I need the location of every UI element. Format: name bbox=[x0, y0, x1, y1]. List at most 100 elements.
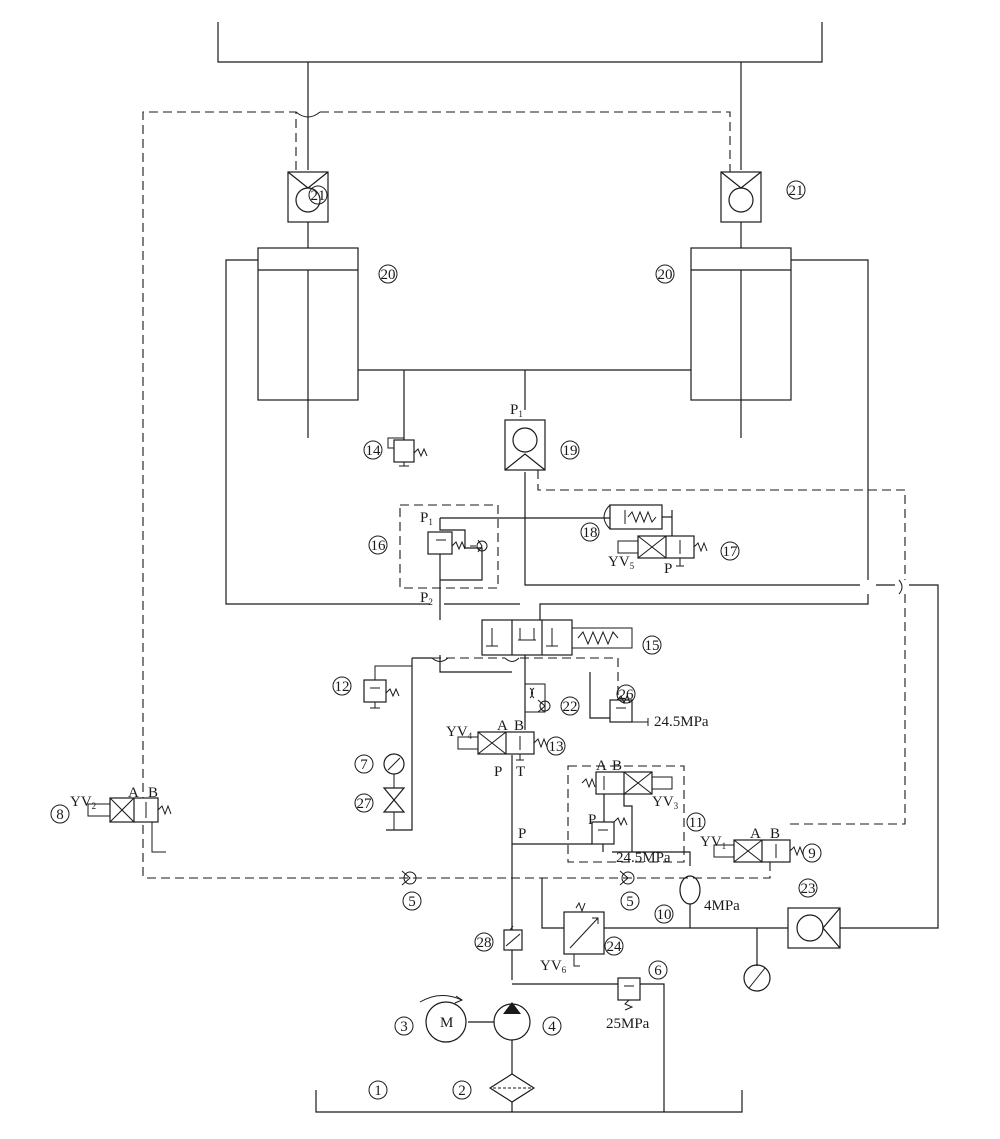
component-number-circle bbox=[308, 185, 328, 205]
load-beam bbox=[217, 22, 823, 63]
solenoid-yv1-label: YV1 bbox=[700, 834, 726, 851]
pressure-gauge-bottom bbox=[743, 964, 771, 992]
port-p-11: P bbox=[588, 812, 596, 828]
check-valve-23 bbox=[787, 907, 841, 949]
pilot-line-top bbox=[142, 111, 731, 876]
solenoid-yv5-label: YV5 bbox=[608, 554, 635, 571]
component-number-circle bbox=[798, 878, 818, 898]
throttle-check-valve-22 bbox=[525, 683, 551, 713]
port-a-9: A bbox=[750, 826, 761, 842]
component-number-circle bbox=[332, 676, 352, 696]
solenoid-yv2-label: YV2 bbox=[70, 794, 96, 811]
component-number-13: 13 bbox=[549, 739, 564, 755]
filter-2 bbox=[488, 1073, 536, 1112]
component-number-circle bbox=[786, 180, 806, 200]
cylinder-20-left bbox=[257, 247, 359, 438]
port-p-17: P bbox=[664, 561, 672, 577]
pressure-labels: 24.5MPa 24.5MPa 4MPa 25MPa bbox=[606, 714, 740, 1032]
valve-module-11 bbox=[512, 765, 691, 866]
component-number-circle bbox=[368, 535, 388, 555]
component-number-circle bbox=[402, 891, 422, 911]
pressure-gauge-7 bbox=[383, 753, 405, 788]
valve-module-16 bbox=[399, 504, 625, 589]
hydraulic-cylinder-18 bbox=[603, 504, 673, 536]
oil-tank-1 bbox=[315, 1090, 743, 1113]
component-number-3: 3 bbox=[400, 1019, 408, 1035]
component-number-circle bbox=[802, 843, 822, 863]
relief-valve-14 bbox=[387, 437, 428, 467]
component-number-circle bbox=[474, 932, 494, 952]
relief-valve-12 bbox=[363, 665, 412, 709]
motor-3 bbox=[419, 995, 467, 1043]
component-number-circle bbox=[363, 440, 383, 460]
relief-valve-6 bbox=[512, 977, 665, 1112]
pilot-line-mid bbox=[431, 657, 619, 695]
pump-4 bbox=[468, 1002, 531, 1074]
main-lines bbox=[225, 259, 939, 980]
component-number-circle bbox=[648, 960, 668, 980]
component-number-23: 23 bbox=[801, 881, 816, 897]
component-number-21: 21 bbox=[789, 183, 804, 199]
component-number-circle bbox=[604, 936, 624, 956]
accumulator-10 bbox=[679, 875, 701, 905]
component-number-circle bbox=[354, 754, 374, 774]
motor-m-label: M bbox=[440, 1015, 453, 1031]
component-number-circle bbox=[720, 541, 740, 561]
port-p-13: P bbox=[494, 764, 502, 780]
port-a-11: A bbox=[596, 758, 607, 774]
component-number-circle bbox=[654, 904, 674, 924]
port-b-11: B bbox=[612, 758, 622, 774]
port-a-13: A bbox=[497, 718, 508, 734]
component-number-26: 26 bbox=[619, 687, 635, 703]
port-b-8: B bbox=[148, 785, 158, 801]
solenoid-labels: YV2 YV4 YV5 YV3 YV1 YV6 bbox=[70, 554, 726, 975]
component-number-11: 11 bbox=[689, 815, 703, 831]
component-number-20: 20 bbox=[658, 267, 673, 283]
port-labels: P1 P1 P2 P A B P T A B A B P P A B bbox=[128, 402, 780, 842]
component-number-circle bbox=[354, 793, 374, 813]
check-valve-5-right bbox=[619, 870, 635, 886]
port-p1-19: P1 bbox=[510, 402, 523, 419]
component-number-circle bbox=[452, 1080, 472, 1100]
component-number-circle bbox=[686, 812, 706, 832]
component-number-27: 27 bbox=[357, 796, 373, 812]
cylinder-20-right bbox=[690, 247, 792, 438]
component-number-22: 22 bbox=[563, 699, 578, 715]
accumulator-branch bbox=[541, 878, 788, 966]
component-number-2: 2 bbox=[458, 1083, 466, 1099]
stop-valve-27 bbox=[382, 787, 406, 830]
port-t-13: T bbox=[516, 764, 525, 780]
component-number-4: 4 bbox=[548, 1019, 556, 1035]
solenoid-valve-9 bbox=[143, 839, 804, 879]
pressure-26-label: 24.5MPa bbox=[654, 714, 709, 730]
port-p-main: P bbox=[518, 826, 526, 842]
component-number-21: 21 bbox=[311, 188, 326, 204]
solenoid-valve-17 bbox=[617, 535, 708, 567]
component-number-10: 10 bbox=[657, 907, 672, 923]
component-number-circle bbox=[546, 736, 566, 756]
port-p1-16: P1 bbox=[420, 510, 433, 527]
pressure-10-label: 4MPa bbox=[704, 898, 740, 914]
component-number-circle bbox=[580, 522, 600, 542]
relief-valve-26 bbox=[589, 672, 649, 726]
component-number-circle bbox=[616, 684, 636, 704]
solenoid-valve-13 bbox=[457, 731, 548, 761]
component-number-5: 5 bbox=[626, 894, 634, 910]
component-number-14: 14 bbox=[366, 443, 382, 459]
component-number-circle bbox=[560, 440, 580, 460]
pilot-check-valve-19 bbox=[504, 419, 906, 825]
component-number-circle bbox=[394, 1016, 414, 1036]
directional-valve-15 bbox=[481, 619, 633, 656]
component-number-circle bbox=[368, 1080, 388, 1100]
component-number-circle bbox=[50, 804, 70, 824]
pressure-11-label: 24.5MPa bbox=[616, 850, 671, 866]
pressure-6-label: 25MPa bbox=[606, 1016, 650, 1032]
component-number-circle bbox=[620, 891, 640, 911]
port-a-8: A bbox=[128, 785, 139, 801]
pilot-check-valve-21-left bbox=[287, 171, 329, 223]
solenoid-valve-8 bbox=[87, 797, 172, 853]
component-number-7: 7 bbox=[360, 757, 368, 773]
component-number-circle bbox=[542, 1016, 562, 1036]
component-number-8: 8 bbox=[56, 807, 64, 823]
